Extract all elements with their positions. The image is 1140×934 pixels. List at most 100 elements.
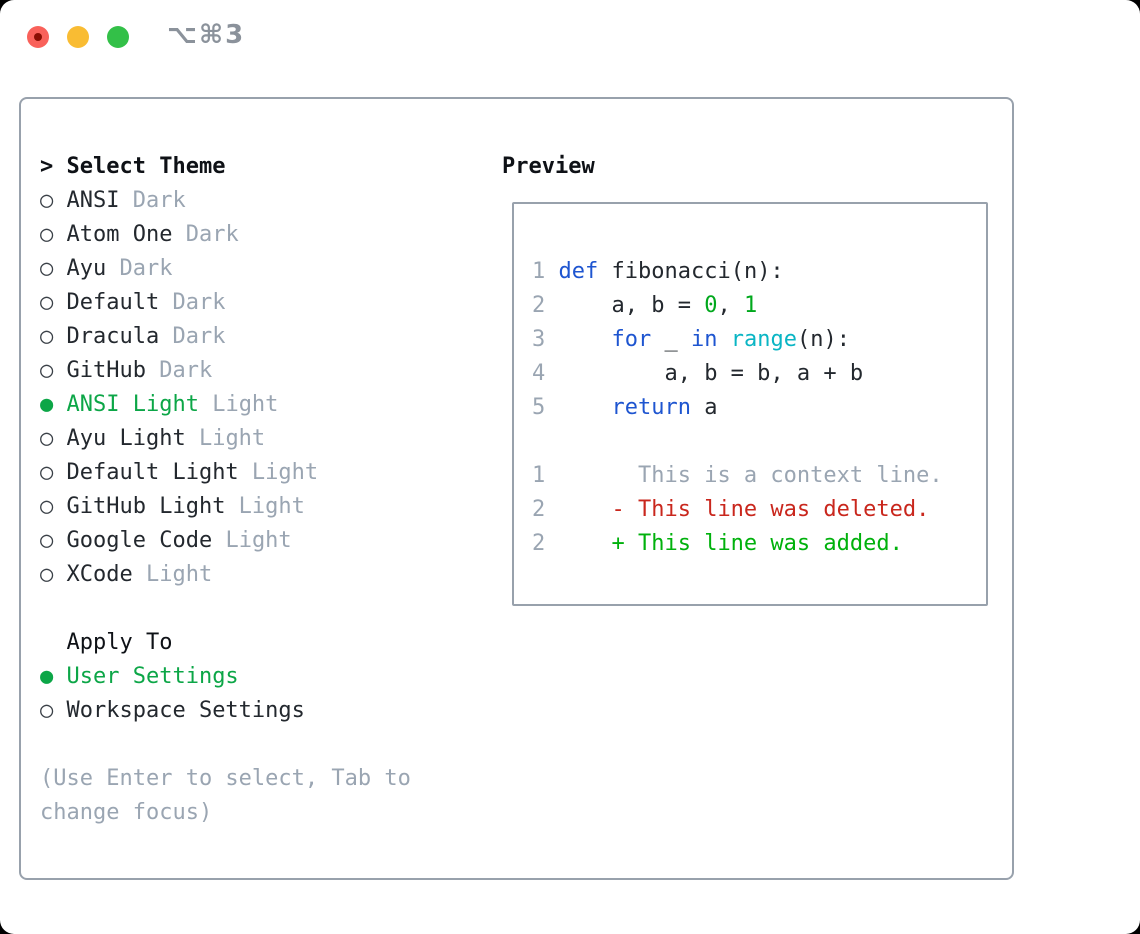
- help-text: (Use Enter to select, Tab to change focu…: [40, 766, 411, 825]
- theme-dialog-panel: > Select Theme ○ ANSI Dark○ Atom One Dar…: [19, 97, 1014, 880]
- code-segment: return: [611, 395, 691, 420]
- option-label: ANSI Light: [53, 392, 199, 417]
- theme-variant-badge: Dark: [119, 188, 186, 213]
- theme-variant-badge: Light: [185, 426, 266, 451]
- theme-list: ○ ANSI Dark○ Atom One Dark○ Ayu Dark○ De…: [40, 184, 318, 592]
- apply-to-option[interactable]: ● User Settings: [40, 660, 305, 694]
- radio-icon: ○: [40, 290, 54, 315]
- theme-variant-badge: Dark: [106, 256, 173, 281]
- radio-icon: ○: [40, 188, 54, 213]
- option-label: ANSI: [53, 188, 120, 213]
- apply-to-option[interactable]: ○ Workspace Settings: [40, 694, 305, 728]
- radio-icon: ○: [40, 698, 54, 723]
- radio-icon: ○: [40, 324, 54, 349]
- code-line: 2 + This line was added.: [532, 527, 943, 561]
- record-dot-icon: [34, 33, 42, 41]
- theme-option[interactable]: ○ GitHub Dark: [40, 354, 318, 388]
- theme-variant-badge: Dark: [159, 290, 226, 315]
- option-label: User Settings: [53, 664, 239, 689]
- radio-icon: ○: [40, 358, 54, 383]
- code-segment: in: [690, 327, 718, 352]
- option-label: GitHub Light: [53, 494, 226, 519]
- line-number: 2: [532, 293, 546, 318]
- line-number: 4: [532, 361, 546, 386]
- apply-to-section: Apply To ● User Settings○ Workspace Sett…: [40, 626, 305, 728]
- theme-variant-badge: Dark: [145, 358, 213, 383]
- preview-title: Preview: [502, 154, 595, 179]
- theme-variant-badge: Light: [198, 392, 279, 417]
- code-segment: a, b =: [558, 293, 705, 318]
- zoom-button[interactable]: [107, 26, 129, 48]
- select-theme-header: > Select Theme: [40, 150, 318, 184]
- minimize-button[interactable]: [67, 26, 89, 48]
- theme-option[interactable]: ○ Google Code Light: [40, 524, 318, 558]
- theme-option[interactable]: ○ XCode Light: [40, 558, 318, 592]
- code-segment: + This line was added.: [558, 531, 903, 556]
- theme-option[interactable]: ○ Default Light Light: [40, 456, 318, 490]
- code-segment: a, b = b, a + b: [558, 361, 864, 386]
- apply-to-list: ● User Settings○ Workspace Settings: [40, 660, 305, 728]
- radio-icon: ○: [40, 562, 54, 587]
- option-label: Ayu: [53, 256, 107, 281]
- radio-icon: ○: [40, 222, 54, 247]
- theme-variant-badge: Dark: [159, 324, 226, 349]
- focus-caret-icon: >: [40, 154, 54, 179]
- code-segment: 0: [704, 293, 718, 318]
- option-label: Workspace Settings: [53, 698, 305, 723]
- option-label: Default: [53, 290, 160, 315]
- line-number: 1: [532, 259, 546, 284]
- code-segment: This is a context line.: [558, 463, 943, 488]
- code-line: 2 a, b = 0, 1: [532, 289, 943, 323]
- line-number: 2: [532, 497, 546, 522]
- theme-variant-badge: Light: [238, 460, 319, 485]
- line-number: 3: [532, 327, 546, 352]
- option-label: GitHub: [53, 358, 146, 383]
- line-number: 2: [532, 531, 546, 556]
- code-segment: def: [558, 259, 599, 284]
- theme-option[interactable]: ○ Atom One Dark: [40, 218, 318, 252]
- code-segment: [559, 395, 612, 420]
- code-line: 4 a, b = b, a + b: [532, 357, 943, 391]
- code-line: [532, 425, 943, 459]
- radio-icon: ○: [40, 256, 54, 281]
- code-line: 5 return a: [532, 391, 943, 425]
- theme-option[interactable]: ○ Ayu Light Light: [40, 422, 318, 456]
- code-segment: - This line was deleted.: [558, 497, 930, 522]
- theme-option[interactable]: ○ Dracula Dark: [40, 320, 318, 354]
- theme-option[interactable]: ● ANSI Light Light: [40, 388, 318, 422]
- code-segment: fibonacci(n):: [598, 259, 784, 284]
- radio-selected-icon: ●: [40, 392, 54, 417]
- radio-icon: ○: [40, 494, 54, 519]
- theme-option[interactable]: ○ GitHub Light Light: [40, 490, 318, 524]
- code-segment: [559, 327, 612, 352]
- line-number: 5: [532, 395, 546, 420]
- theme-variant-badge: Light: [132, 562, 213, 587]
- option-label: Default Light: [53, 460, 239, 485]
- option-label: Google Code: [53, 528, 213, 553]
- radio-icon: ○: [40, 528, 54, 553]
- code-segment: a: [690, 395, 718, 420]
- apply-to-title: Apply To: [66, 630, 173, 655]
- theme-picker: > Select Theme ○ ANSI Dark○ Atom One Dar…: [40, 150, 318, 592]
- theme-variant-badge: Light: [225, 494, 305, 519]
- theme-option[interactable]: ○ Ayu Dark: [40, 252, 318, 286]
- theme-option[interactable]: ○ Default Dark: [40, 286, 318, 320]
- option-label: Atom One: [53, 222, 173, 247]
- close-button[interactable]: [27, 26, 49, 48]
- option-label: Ayu Light: [53, 426, 186, 451]
- radio-icon: ○: [40, 460, 54, 485]
- code-segment: for: [611, 327, 652, 352]
- theme-variant-badge: Light: [212, 528, 292, 553]
- code-segment: 1: [743, 293, 758, 318]
- theme-option[interactable]: ○ ANSI Dark: [40, 184, 318, 218]
- code-line: 2 - This line was deleted.: [532, 493, 943, 527]
- option-label: Dracula: [53, 324, 160, 349]
- option-label: XCode: [53, 562, 133, 587]
- code-segment: range: [730, 327, 797, 352]
- line-number: 1: [532, 463, 546, 488]
- radio-selected-icon: ●: [40, 664, 54, 689]
- code-line: 1 def fibonacci(n):: [532, 255, 943, 289]
